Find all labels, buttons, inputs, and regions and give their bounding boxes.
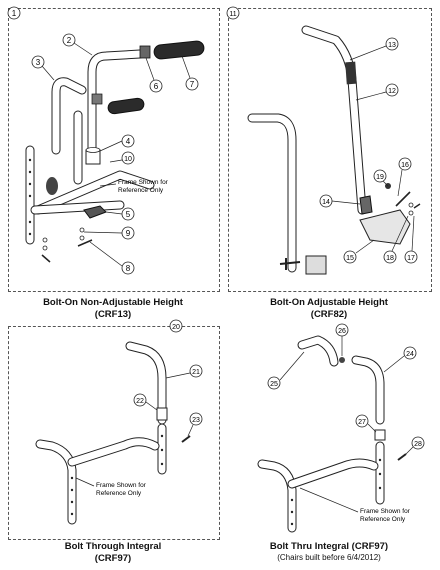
callout-15: 15 <box>343 239 375 264</box>
svg-text:11: 11 <box>229 11 236 18</box>
callout-1: 1 <box>7 6 21 20</box>
svg-text:25: 25 <box>270 381 278 388</box>
svg-text:3: 3 <box>36 58 41 67</box>
caption-title: Bolt Through Integral <box>64 541 162 552</box>
callout-16: 16 <box>397 157 412 197</box>
svg-text:16: 16 <box>401 162 409 169</box>
caption-subtitle: (CRF13) <box>94 309 132 320</box>
svg-text:8: 8 <box>126 264 131 273</box>
svg-text:2: 2 <box>67 36 72 45</box>
svg-text:24: 24 <box>406 351 414 358</box>
svg-text:5: 5 <box>126 210 131 219</box>
frame-note-line1: Frame Shown for <box>360 508 411 515</box>
panel-20-drawing: Frame Shown for Reference Only <box>35 341 191 525</box>
caption-panel-20: Bolt Through Integral (CRF97) <box>8 541 218 565</box>
svg-text:19: 19 <box>376 174 384 181</box>
callout-4: 4 <box>99 134 135 152</box>
callout-21: 21 <box>165 364 203 379</box>
svg-text:28: 28 <box>414 441 422 448</box>
svg-text:20: 20 <box>172 324 180 331</box>
svg-text:14: 14 <box>322 199 330 206</box>
callout-11: 11 <box>226 6 240 20</box>
frame-note-line2: Reference Only <box>118 187 164 194</box>
panel-bolt-through-integral <box>8 326 220 540</box>
callout-3: 3 <box>31 55 55 81</box>
callout-18: 18 <box>383 215 409 264</box>
callout-26: 26 <box>335 323 349 356</box>
callout-17: 17 <box>404 215 418 264</box>
svg-text:6: 6 <box>154 82 159 91</box>
callout-19: 19 <box>373 169 389 187</box>
callout-6: 6 <box>145 57 163 93</box>
callout-12: 12 <box>355 83 399 101</box>
panel-1-drawing: Frame Shown for Reference Only <box>25 40 205 263</box>
caption-subtitle: (CRF97) <box>94 553 132 564</box>
callout-25: 25 <box>267 351 305 390</box>
callout-28: 28 <box>405 436 425 455</box>
svg-text:10: 10 <box>124 156 132 163</box>
caption-title: Bolt-On Non-Adjustable Height <box>43 297 183 308</box>
callout-22: 22 <box>133 393 158 411</box>
svg-text:22: 22 <box>136 398 144 405</box>
frame-note-line2: Reference Only <box>360 516 406 523</box>
caption-panel-11: Bolt-On Adjustable Height (CRF82) <box>228 297 430 321</box>
callout-14: 14 <box>319 194 361 208</box>
frame-note-line2: Reference Only <box>96 490 142 497</box>
callout-13: 13 <box>349 37 399 61</box>
svg-text:27: 27 <box>358 419 366 426</box>
svg-text:12: 12 <box>388 88 396 95</box>
svg-text:7: 7 <box>190 80 195 89</box>
svg-text:13: 13 <box>388 42 396 49</box>
callout-20: 20 <box>169 319 183 333</box>
frame-note-line1: Frame Shown for <box>118 179 169 186</box>
frame-note-line1: Frame Shown for <box>96 482 147 489</box>
svg-text:17: 17 <box>407 255 415 262</box>
svg-text:18: 18 <box>386 255 394 262</box>
svg-text:26: 26 <box>338 328 346 335</box>
callout-8: 8 <box>89 241 135 275</box>
callout-27: 27 <box>355 414 377 433</box>
callout-5: 5 <box>105 207 135 221</box>
svg-text:23: 23 <box>192 417 200 424</box>
callout-9: 9 <box>83 226 135 240</box>
caption-subtitle: (Chairs built before 6/4/2012) <box>277 553 381 562</box>
svg-text:15: 15 <box>346 255 354 262</box>
panel-4-drawing: Frame Shown for Reference Only <box>257 335 411 533</box>
svg-text:21: 21 <box>192 369 200 376</box>
callout-23: 23 <box>187 412 203 437</box>
panel-bolt-on-non-adjustable <box>8 8 220 292</box>
caption-title: Bolt Thru Integral (CRF97) <box>269 541 389 552</box>
caption-panel-1: Bolt-On Non-Adjustable Height (CRF13) <box>8 297 218 321</box>
callout-2: 2 <box>62 33 93 56</box>
panel-bolt-on-adjustable <box>228 8 432 292</box>
callout-24: 24 <box>383 346 417 373</box>
svg-text:4: 4 <box>126 137 131 146</box>
panel-11-drawing <box>247 25 421 275</box>
caption-panel-4: Bolt Thru Integral (CRF97) (Chairs built… <box>228 541 430 563</box>
callout-10: 10 <box>109 151 135 165</box>
svg-text:1: 1 <box>12 9 17 18</box>
svg-text:9: 9 <box>126 229 131 238</box>
caption-title: Bolt-On Adjustable Height <box>270 297 388 308</box>
caption-subtitle: (CRF82) <box>310 309 348 320</box>
callout-7: 7 <box>181 55 199 91</box>
